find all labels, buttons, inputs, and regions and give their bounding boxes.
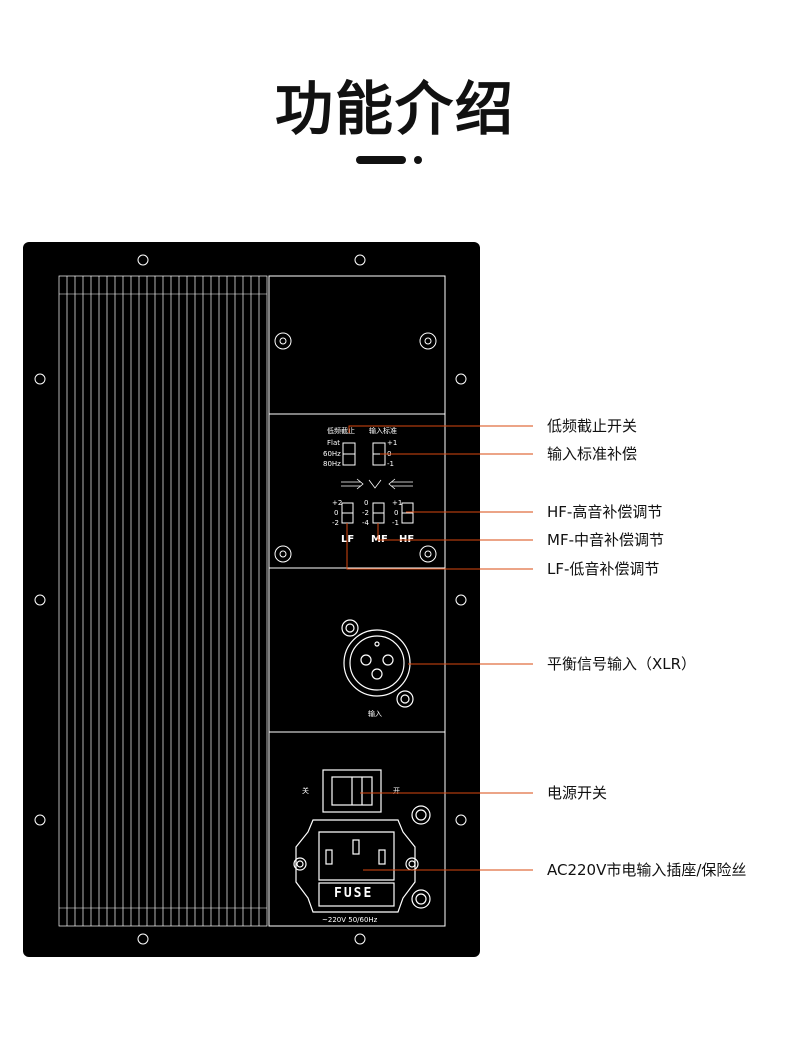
title-underline-bar [356,156,406,164]
label-off: 关 [302,787,309,795]
label-lf-minus2: -2 [332,519,339,527]
arrow-row [341,478,413,490]
label-lf: LF [341,534,355,545]
label-mf-minus2: -2 [362,509,369,517]
label-mf-zero: 0 [364,499,369,507]
xlr-connector [341,619,414,708]
callout-input-compensation: 输入标准补偿 [547,445,638,463]
callout-hf-adjust: HF-高音补偿调节 [547,503,663,521]
amplifier-panel: 低频截止 输入标准 Flat 60Hz 80Hz +1 0 -1 +2 0 -2… [23,242,480,957]
label-mf-minus4: -4 [362,519,369,527]
panel-plate [23,242,480,957]
label-input-std: 输入标准 [369,427,397,435]
label-80hz: 80Hz [323,460,341,468]
callout-power-switch: 电源开关 [547,784,608,802]
label-input-plus1: +1 [387,439,398,447]
amplifier-panel-drawing [23,242,480,957]
label-60hz: 60Hz [323,450,341,458]
label-input-minus1: -1 [387,460,394,468]
title-decoration [356,154,426,166]
eq-switches [341,502,414,524]
callout-lf-adjust: LF-低音补偿调节 [547,560,660,578]
label-flat: Flat [327,439,341,447]
label-lowcut: 低频截止 [327,427,355,435]
callout-xlr-input: 平衡信号输入（XLR） [547,655,697,673]
label-voltage: ~220V 50/60Hz [322,916,378,924]
label-lf-zero: 0 [334,509,339,517]
label-input: 输入 [368,710,382,718]
mounting-holes [34,254,467,945]
label-hf-minus1: -1 [392,519,399,527]
power-switch-drawing [322,769,431,825]
label-mf: MF [371,534,388,545]
title-underline-dot [414,156,422,164]
label-hf-plus1: +1 [392,499,403,507]
label-on: 开 [393,787,400,795]
label-hf: HF [399,534,415,545]
label-input-zero: 0 [387,450,392,458]
callout-ac-inlet-fuse: AC220V市电输入插座/保险丝 [547,861,747,879]
callout-mf-adjust: MF-中音补偿调节 [547,531,664,549]
label-fuse: FUSE [334,886,374,901]
label-hf-zero: 0 [394,509,399,517]
heatsink [58,275,268,927]
page-title: 功能介绍 [274,75,515,143]
label-lf-plus2: +2 [332,499,343,507]
ac-inlet-drawing [293,819,431,913]
callout-lowcut-switch: 低频截止开关 [547,417,638,435]
